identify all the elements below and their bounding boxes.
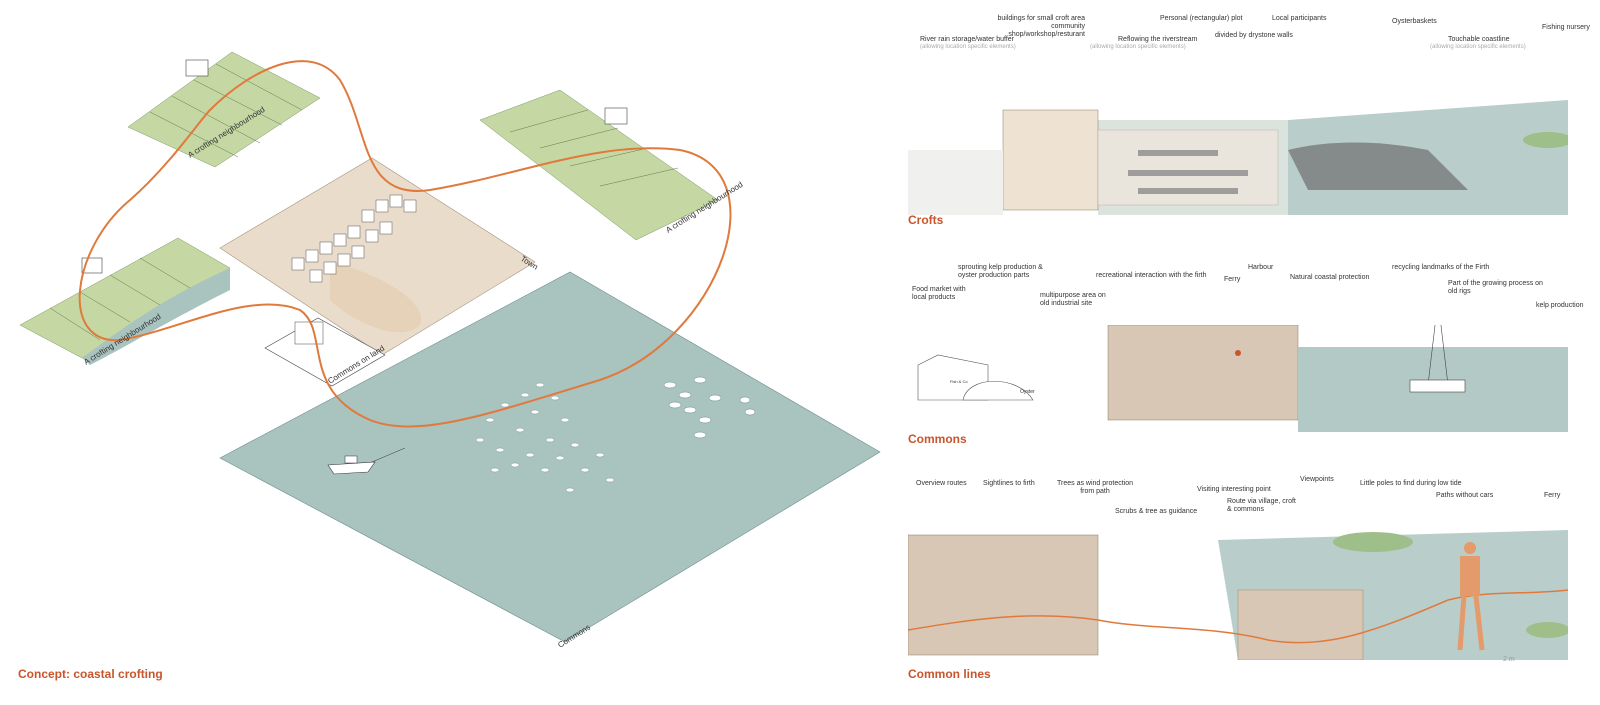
label-overview: Overview routes [916,480,967,488]
label-buildings: buildings for small croft area community… [975,15,1085,39]
concept-panel: A crofting neighbourhood A crofting neig… [0,0,900,700]
label-ferry-lines: Ferry [1544,492,1560,500]
scale-label: 2 m [1503,656,1515,664]
label-coastline-sub: (allowing location specific elements) [1430,44,1526,51]
label-oysterbaskets: Oysterbaskets [1392,18,1437,26]
shop-sign: Fish & Co [950,379,968,384]
label-multipurpose: multipurpose area on old industrial site [1040,292,1115,308]
commons-illustration: Oyster Fish & Co [908,325,1568,435]
label-ferry-commons: Ferry [1224,276,1240,284]
label-growing: Part of the growing process on old rigs [1448,280,1543,296]
label-personal-plot: Personal (rectangular) plot [1160,15,1243,23]
label-reflowing: Reflowing the riverstream [1118,36,1197,44]
concept-title: Concept: coastal crofting [18,667,163,681]
label-food-market: Food market with local products [912,286,972,302]
label-recreational: recreational interaction with the firth [1096,272,1207,280]
label-drystone: divided by drystone walls [1215,32,1293,40]
label-poles: Little poles to find during low tide [1360,480,1462,488]
commonlines-title: Common lines [908,667,991,681]
concept-diagram: A crofting neighbourhood A crofting neig… [0,0,900,700]
crofts-illustration [908,80,1568,215]
label-river-sub: (allowing location specific elements) [920,44,1016,51]
label-viewpoints: Viewpoints [1300,476,1334,484]
house-icon [186,60,208,76]
label-coastline: Touchable coastline [1448,36,1510,44]
label-harbour: Harbour [1248,264,1273,272]
label-recycling: recycling landmarks of the Firth [1392,264,1489,272]
label-trees: Trees as wind protection from path [1050,480,1140,496]
label-fishing: Fishing nursery [1542,24,1590,32]
sections-panel: River rain storage/water buffer (allowin… [900,0,1600,700]
label-visiting: Visiting interesting point [1197,486,1271,494]
label-paths: Paths without cars [1436,492,1493,500]
commonlines-illustration [908,520,1568,660]
label-kelp: kelp production [1536,302,1583,310]
commons-title: Commons [908,432,967,446]
label-natural: Natural coastal protection [1290,274,1369,282]
label-reflowing-sub: (allowing location specific elements) [1090,44,1186,51]
label-sightlines: Sightlines to firth [983,480,1035,488]
label-participants: Local participants [1272,15,1326,23]
house-icon [605,108,627,124]
label-kelp-oyster: sprouting kelp production & oyster produ… [958,264,1053,280]
label-route: Route via village, croft & commons [1227,498,1297,514]
label-scrubs: Scrubs & tree as guidance [1115,508,1197,516]
crofts-title: Crofts [908,213,943,227]
oyster-sign: Oyster [1020,389,1035,395]
